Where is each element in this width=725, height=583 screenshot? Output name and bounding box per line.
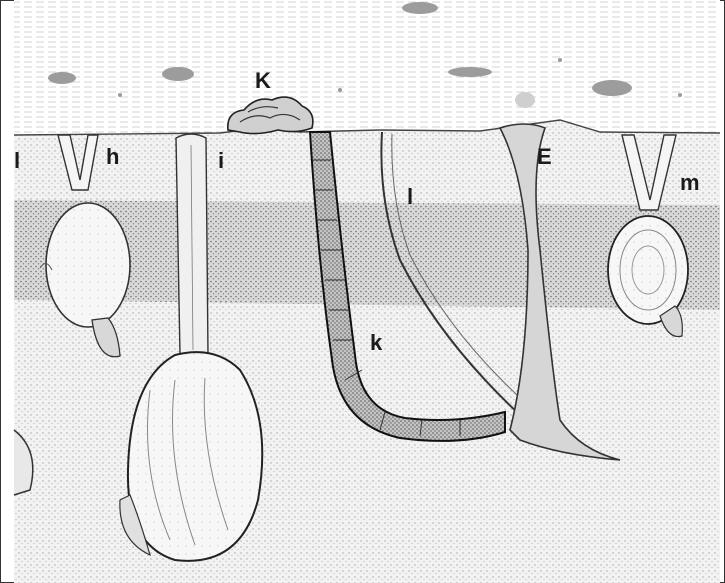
label-k-upper: K: [255, 68, 271, 93]
label-i: i: [218, 148, 224, 173]
water-column: [14, 0, 720, 135]
label-e: E: [537, 144, 552, 169]
label-h: h: [106, 144, 119, 169]
label-edge: l: [14, 148, 20, 173]
clam-h-shell: [46, 203, 130, 327]
clam-i-shell: [128, 352, 262, 561]
label-l: l: [407, 184, 413, 209]
sediment-deep-layer: [14, 300, 720, 583]
label-m: m: [680, 170, 700, 195]
label-k-lower: k: [370, 330, 383, 355]
